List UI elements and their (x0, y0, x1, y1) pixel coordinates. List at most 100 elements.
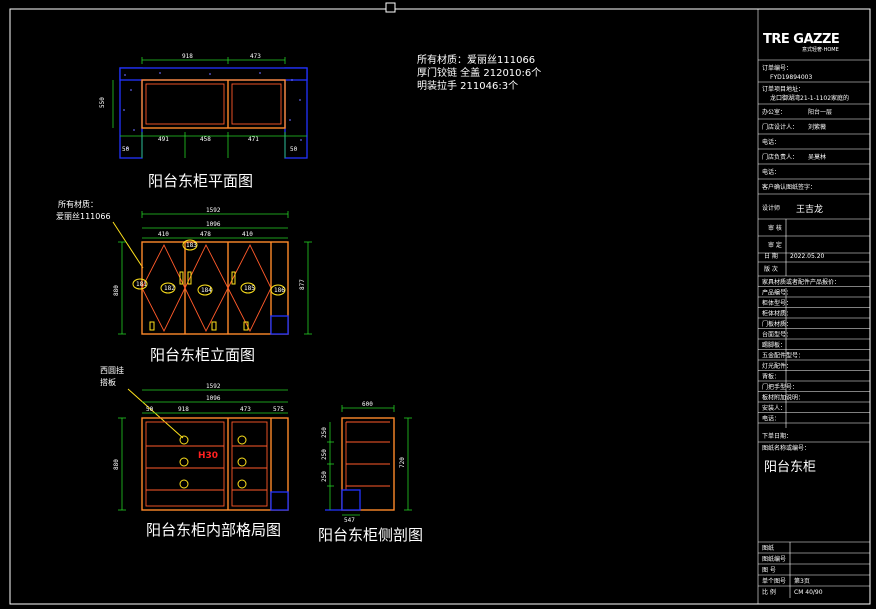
side-dim-left-1: 250 (321, 427, 328, 438)
int-dim-mid-4: 575 (273, 406, 284, 413)
drawing-frame (9, 8, 871, 605)
review-label: 审 定 (768, 241, 782, 249)
spec-row-label: 门把手型号： (762, 383, 798, 391)
side-dim-top: 600 (362, 401, 373, 408)
title-row-label: 门店负责人： (762, 153, 798, 161)
footer-row-value: 第3页 (794, 577, 810, 585)
title-row-label: 办公室： (762, 108, 786, 116)
footer-row-value: CM 40/90 (794, 589, 823, 596)
interior-mark: H30 (198, 451, 218, 461)
spec-row-label: 台面型号： (762, 331, 792, 339)
elev-note-1: 所有材质： (58, 199, 98, 209)
int-dim-top-1: 1592 (206, 383, 221, 390)
side-section-view: 600 250 250 250 720 547 (321, 401, 412, 524)
title-row-label: 电话： (762, 138, 780, 146)
designer-name: 王吉龙 (796, 203, 823, 215)
elev-dim-left: 880 (113, 285, 120, 296)
order-label: 订单编号： (762, 64, 792, 72)
plan-dim-bottom-5: 50 (290, 146, 298, 153)
plan-dim-top-1: 918 (182, 53, 193, 60)
company-logo-sub: 意式轻奢·HOME (802, 46, 839, 53)
title-row-value: 阳台一层 (808, 108, 832, 116)
spec-row-label: 产品编号： (762, 289, 792, 297)
plan-dim-bottom-2: 491 (158, 136, 169, 143)
side-dim-bottom: 547 (344, 517, 355, 524)
door-tag-3: 183 (186, 242, 197, 249)
title-block: TRE GAZZE 意式轻奢·HOME 订单编号： FYD19894003 订单… (757, 9, 870, 604)
spec-row-label: 踢脚板： (762, 341, 786, 349)
spec-row-label: 背板： (762, 373, 780, 381)
spec-row-label: 灯光配件： (762, 362, 792, 370)
title-row-label: 门店设计人： (762, 123, 798, 131)
side-dim-right: 720 (399, 457, 406, 468)
footer-row-label: 图纸编号 (762, 555, 786, 563)
side-dim-left-2: 250 (321, 449, 328, 460)
address-value: 龙口御湖湾21-1-1102家庭的 (770, 94, 849, 102)
designer-label: 设计师 (762, 204, 780, 212)
date-value: 2022.05.20 (790, 253, 825, 260)
plan-dim-top-2: 473 (250, 53, 261, 60)
spec-row-label: 柜体型号： (762, 299, 792, 307)
interior-title: 阳台东柜内部格局图 (146, 521, 281, 539)
material-notes: 所有材质：爱丽丝111066 厚门铰链 全盖 212010:6个 明装拉手 21… (417, 53, 541, 92)
elev-dim-mid-2: 478 (200, 231, 211, 238)
elev-dim-top-2: 1096 (206, 221, 221, 228)
int-dim-mid-1: 50 (146, 406, 154, 413)
plan-dim-bottom-1: 50 (122, 146, 130, 153)
side-title: 阳台东柜侧剖图 (318, 526, 423, 544)
company-logo: TRE GAZZE (763, 32, 839, 47)
spec-row-label: 门板材质： (762, 320, 792, 328)
drawing-name-label: 图纸名称或编号： (762, 444, 810, 452)
elev-note-2: 爱丽丝111066 (56, 211, 111, 221)
door-tags: 181 182 183 184 185 186 (132, 239, 286, 296)
elev-dim-top-1: 1592 (206, 207, 221, 214)
interior-note-2: 搭板 (100, 377, 116, 387)
spec-row-label: 板材附加说明： (762, 394, 804, 402)
title-row-value: 吴莫林 (808, 153, 826, 161)
elev-dim-right: 877 (299, 279, 306, 290)
plan-view: 918 473 550 50 491 458 471 50 (99, 53, 308, 159)
spec-row-label: 柜体材质： (762, 310, 792, 318)
spec-row-label: 五金配件型号： (762, 352, 804, 360)
version-label: 版 次 (764, 265, 778, 273)
date-label: 日 期 (764, 252, 778, 260)
door-tag-4: 184 (201, 287, 212, 294)
footer-row-label: 单个图号 (762, 577, 786, 585)
spec-row-label: 安装人： (762, 404, 786, 412)
spec-row-label: 家具材质或者配件产品报价： (762, 278, 840, 286)
order-no: FYD19894003 (770, 74, 812, 81)
elevation-title: 阳台东柜立面图 (150, 346, 255, 364)
order-date-label: 下单日期： (762, 432, 792, 440)
int-dim-mid-3: 473 (240, 406, 251, 413)
top-grip[interactable] (385, 2, 396, 13)
interior-view: 西圆挂 搭板 H30 1592 1096 50 918 473 575 880 (100, 365, 289, 511)
check-label: 审 核 (768, 224, 782, 232)
door-tag-2: 182 (164, 285, 175, 292)
plan-dim-bottom-3: 458 (200, 136, 211, 143)
elevation-view: 所有材质： 爱丽丝111066 181 182 183 184 185 186 (56, 199, 312, 335)
title-row-value: 刘紫薇 (808, 123, 826, 131)
elev-dim-mid-3: 410 (242, 231, 253, 238)
door-tag-6: 186 (274, 287, 285, 294)
note-line-1: 所有材质：爱丽丝111066 (417, 53, 535, 66)
footer-row-label: 图纸 (762, 544, 774, 552)
plan-title: 阳台东柜平面图 (148, 172, 253, 190)
title-row-label: 电话： (762, 168, 780, 176)
note-line-3: 明装拉手 211046:3个 (417, 79, 518, 92)
footer-row-label: 比 例 (762, 588, 776, 596)
int-dim-left: 880 (113, 459, 120, 470)
door-tag-5: 185 (244, 285, 255, 292)
drawing-name: 阳台东柜 (764, 460, 816, 475)
plan-dim-bottom-4: 471 (248, 136, 259, 143)
note-line-2: 厚门铰链 全盖 212010:6个 (417, 66, 541, 79)
interior-note-1: 西圆挂 (100, 365, 124, 375)
door-tag-1: 181 (136, 281, 147, 288)
address-label: 订单项目地址： (762, 85, 804, 93)
footer-row-label: 图 号 (762, 567, 776, 574)
title-row-label: 客户确认图纸签字： (762, 183, 816, 191)
int-dim-top-2: 1096 (206, 395, 221, 402)
int-dim-mid-2: 918 (178, 406, 189, 413)
side-dim-left-3: 250 (321, 471, 328, 482)
elev-dim-mid-1: 410 (158, 231, 169, 238)
